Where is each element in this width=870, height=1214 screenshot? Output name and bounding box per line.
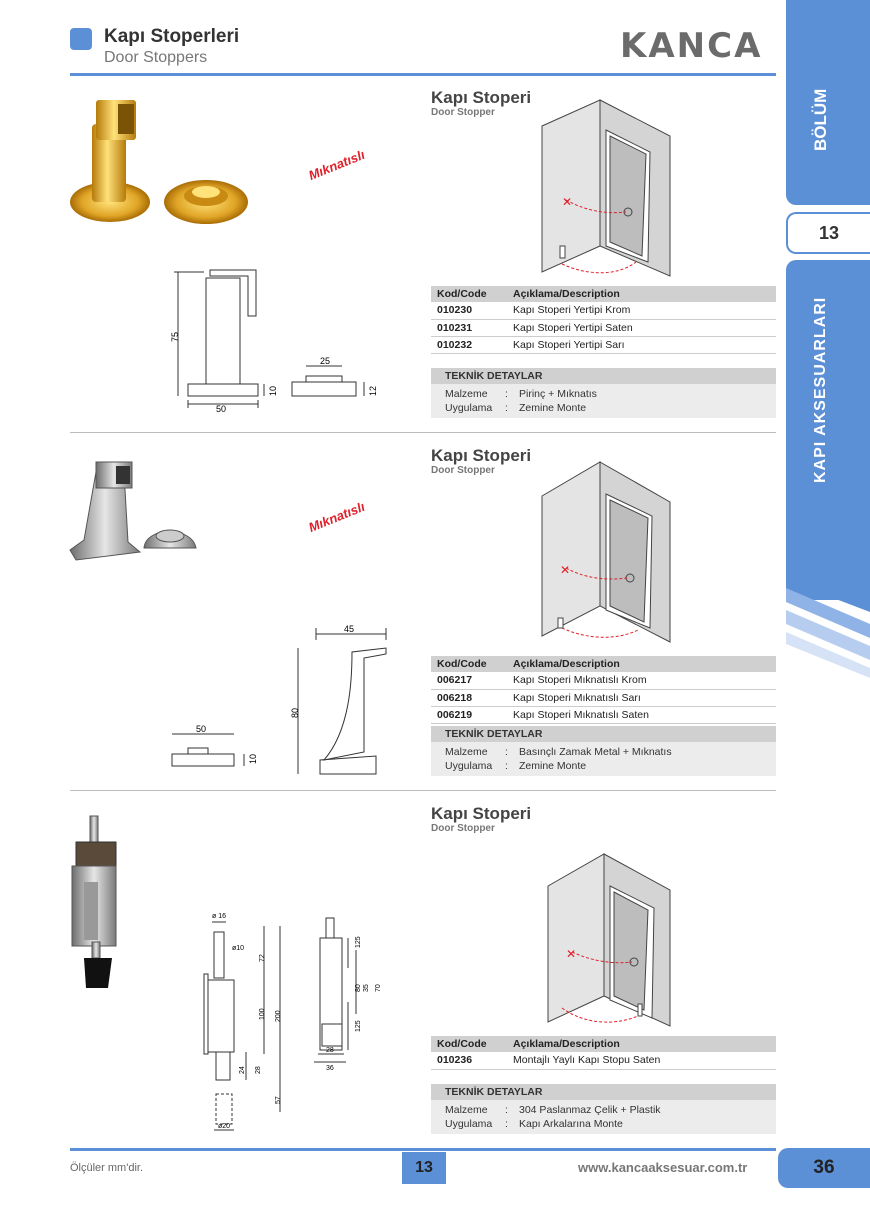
product1-dim-height: 75: [170, 332, 180, 342]
product3-dim-r70: 70: [375, 984, 382, 992]
table-header-description: Açıklama/Description: [507, 286, 776, 302]
product3-dim-l200: 200: [275, 1010, 282, 1022]
product3-dim-l100: 100: [259, 1008, 266, 1020]
footer-website-link[interactable]: www.kancaaksesuar.com.tr: [578, 1160, 748, 1175]
product3-door-illustration: ✕: [547, 853, 671, 1027]
side-tab-category-label: KAPI AKSESUARLARI: [812, 296, 829, 484]
product1-tech-body: Malzeme:Pirinç + Mıknatıs Uygulama:Zemin…: [431, 384, 776, 418]
section-divider: [70, 432, 776, 433]
product1-photo: [70, 100, 248, 224]
product3-dim-l28: 28: [255, 1066, 262, 1074]
product3-subtitle: Door Stopper: [431, 823, 495, 834]
header-divider: [70, 73, 776, 76]
product3-dim-l72: 72: [259, 954, 266, 962]
product2-dim-height: 80: [290, 708, 300, 718]
table-header-code: Kod/Code: [431, 656, 507, 672]
page-subtitle: Door Stoppers: [104, 49, 208, 66]
product3-dim-l24: 24: [239, 1066, 246, 1074]
product2-tech-body: Malzeme:Basınçlı Zamak Metal + Mıknatıs …: [431, 742, 776, 776]
product1-subtitle: Door Stopper: [431, 107, 495, 118]
product1-door-illustration: ✕: [541, 99, 671, 277]
product3-title: Kapı Stoperi: [431, 804, 532, 823]
product3-photo: [71, 815, 117, 988]
product3-dim-w28: 28: [326, 1047, 334, 1054]
product2-dim-top-width: 45: [344, 624, 354, 634]
product1-drawing: 75 50 10 25 12: [170, 269, 378, 414]
product3-tech-body: Malzeme:304 Paslanmaz Çelik + Plastik Uy…: [431, 1100, 776, 1134]
product1-dim-width: 50: [216, 404, 226, 414]
product3-dim-r35: 35: [363, 984, 370, 992]
footer-divider: [70, 1148, 776, 1151]
product1-title: Kapı Stoperi: [431, 88, 532, 107]
product2-dim-disk-height: 10: [248, 754, 258, 764]
product2-magnetic-badge: Mıknatıslı: [306, 498, 367, 535]
side-tab-body: [786, 260, 870, 600]
product3-dim-d16: ø 16: [212, 913, 226, 920]
table-header-code: Kod/Code: [431, 1036, 507, 1052]
product3-drawing: ø 16 ø10 72 200 100 24 28 57 ø20 125 80 …: [203, 913, 382, 1131]
side-tab-stripes: [786, 560, 870, 678]
table-header-code: Kod/Code: [431, 286, 507, 302]
side-tab-section-label: BÖLÜM: [811, 88, 830, 152]
product1-tech-header: TEKNİK DETAYLAR: [431, 368, 776, 384]
product3-dim-l57: 57: [275, 1096, 282, 1104]
product2-drawing: 45 80 50 10: [171, 624, 387, 775]
footer-units-note: Ölçüler mm'dir.: [70, 1162, 143, 1174]
table-header-description: Açıklama/Description: [507, 656, 776, 672]
product1-dim-disk-width: 25: [320, 356, 330, 366]
footer-page-number: 36: [778, 1148, 870, 1188]
product1-dim-base: 10: [268, 386, 278, 396]
product3-dim-w36: 36: [326, 1065, 334, 1072]
svg-text:✕: ✕: [562, 195, 572, 209]
page-title: Kapı Stoperleri: [104, 26, 240, 47]
section-divider: [70, 790, 776, 791]
product2-photo: [69, 461, 197, 561]
product2-door-illustration: ✕: [541, 461, 671, 643]
product1-magnetic-badge: Mıknatıslı: [306, 146, 367, 183]
product2-dim-disk-width: 50: [196, 724, 206, 734]
product3-dim-r125b: 125: [355, 1020, 362, 1032]
product3-dim-r80: 80: [355, 984, 362, 992]
footer-section-number: 13: [402, 1152, 446, 1184]
svg-text:✕: ✕: [560, 563, 570, 577]
product1-dim-disk-height: 12: [368, 386, 378, 396]
product3-dim-r125a: 125: [355, 936, 362, 948]
side-tab-top: [786, 0, 870, 205]
product3-dim-d10: ø10: [232, 945, 244, 952]
brand-logo: KANCA: [620, 26, 763, 66]
product3-tech-header: TEKNİK DETAYLAR: [431, 1084, 776, 1100]
product3-dim-d20: ø20: [218, 1123, 230, 1130]
product2-title: Kapı Stoperi: [431, 446, 532, 465]
table-header-description: Açıklama/Description: [507, 1036, 776, 1052]
product2-tech-header: TEKNİK DETAYLAR: [431, 726, 776, 742]
header-square-icon: [70, 28, 92, 50]
product2-subtitle: Door Stopper: [431, 465, 495, 476]
svg-text:✕: ✕: [566, 947, 576, 961]
side-tab-section-number: 13: [786, 212, 870, 254]
